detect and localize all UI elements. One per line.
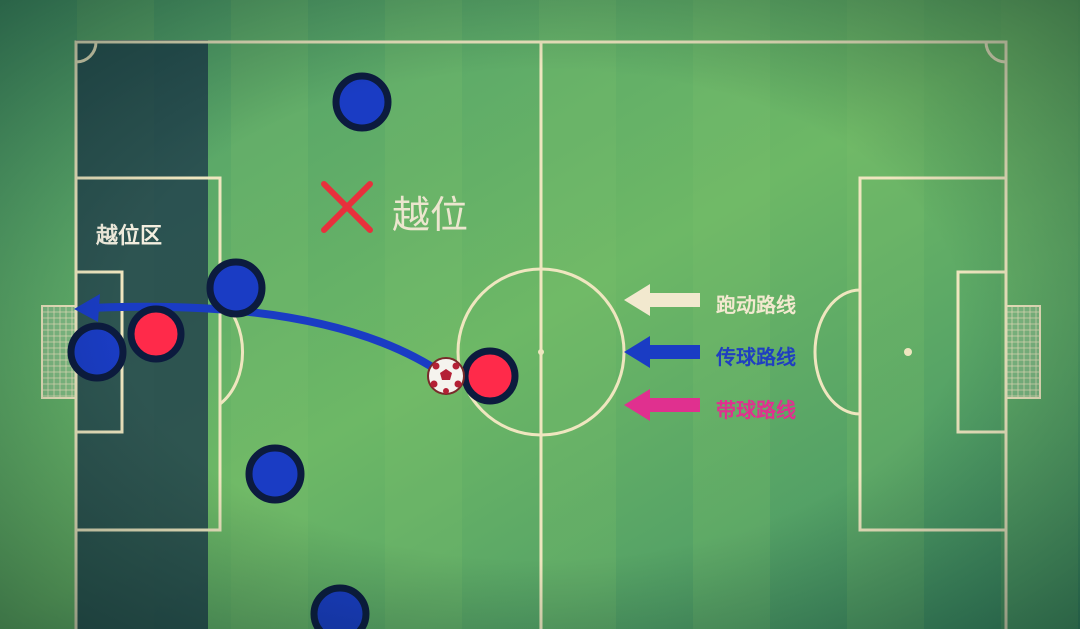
pass-route-arrowhead [74, 294, 100, 322]
grass-stripe [693, 0, 770, 629]
ball-carrier-player [461, 347, 519, 405]
defender-player [310, 584, 370, 629]
center-spot [538, 349, 544, 355]
corner-arc-top-right [984, 41, 1007, 64]
right-penalty-arc [813, 288, 861, 416]
right-penalty-spot [904, 348, 912, 356]
legend-run-arrow [624, 284, 700, 316]
legend-pass-label: 传球路线 [716, 345, 796, 369]
offside-zone-label: 越位区 [96, 224, 163, 249]
defender-player [245, 444, 305, 504]
offside-attacker-player [127, 305, 185, 363]
offside-label: 越位 [392, 193, 469, 237]
goalkeeper-player [67, 322, 127, 382]
defenders [67, 72, 392, 629]
legend-run-label: 跑动路线 [716, 293, 796, 317]
grass-stripe [385, 0, 462, 629]
legend-dribble-arrow [624, 389, 700, 421]
soccer-ball-icon [427, 357, 465, 395]
x-mark-icon [321, 181, 373, 233]
right-goal [1005, 305, 1041, 399]
defender-player [206, 258, 266, 318]
corner-arc-top-left [75, 41, 98, 64]
attackers [127, 305, 519, 405]
legend-dribble-label: 带球路线 [716, 398, 796, 422]
grass-stripe [539, 0, 616, 629]
defender-player [332, 72, 392, 132]
legend-pass-arrow [624, 336, 700, 368]
